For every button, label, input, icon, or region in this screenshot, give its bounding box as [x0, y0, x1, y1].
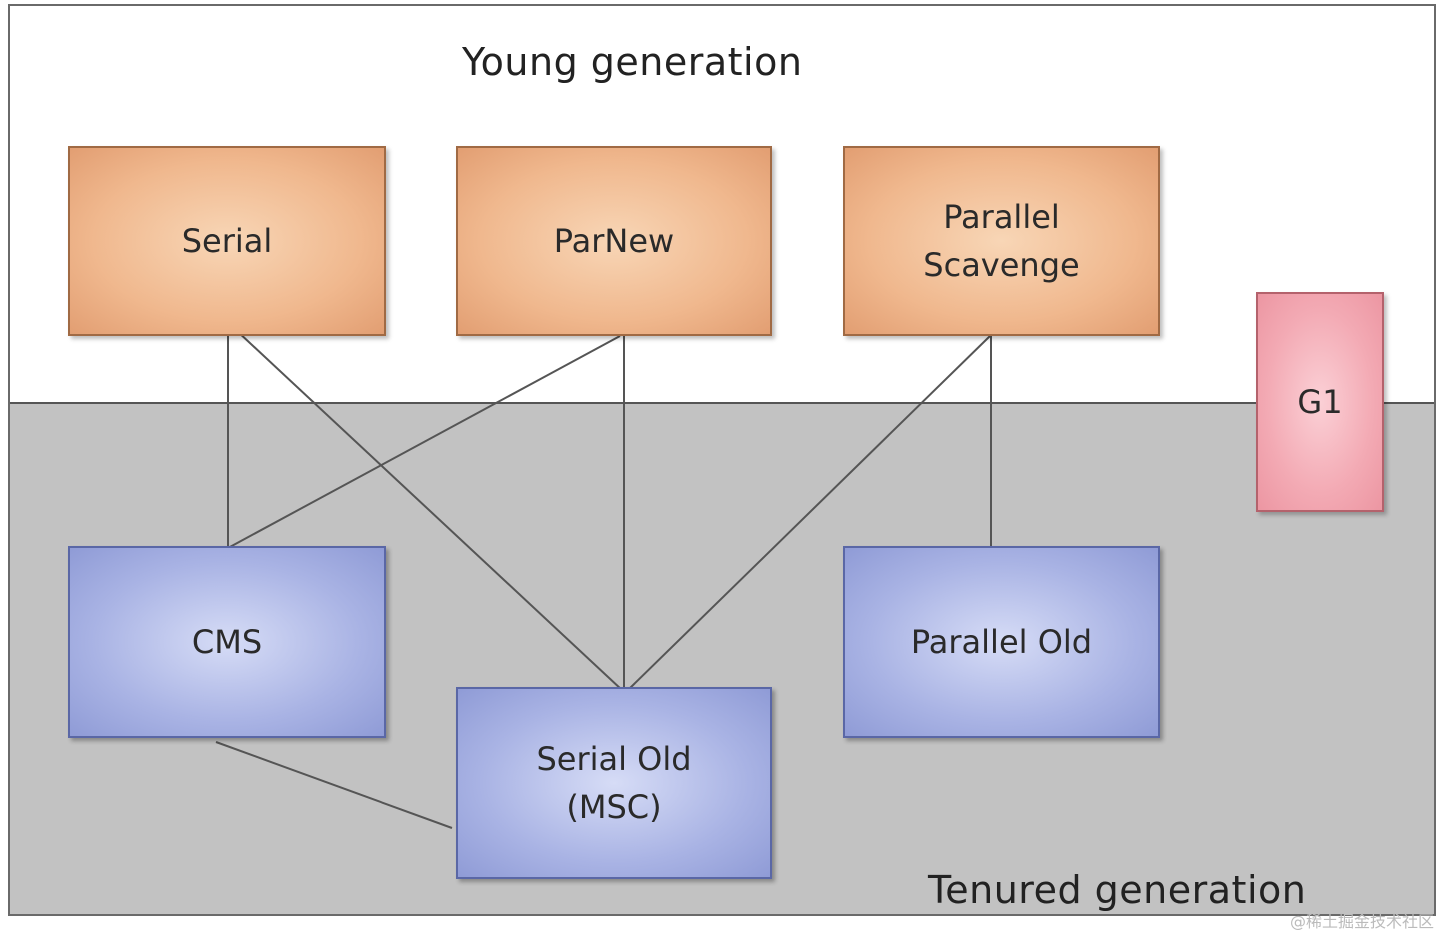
young-generation-title: Young generation: [462, 40, 803, 84]
collector-serial-old: Serial Old (MSC): [456, 687, 772, 879]
watermark-text: @稀土掘金技术社区: [1289, 912, 1434, 931]
collector-parnew: ParNew: [456, 146, 772, 336]
collector-cms: CMS: [68, 546, 386, 738]
collector-serial: Serial: [68, 146, 386, 336]
collector-parallel-scavenge: Parallel Scavenge: [843, 146, 1160, 336]
collector-g1: G1: [1256, 292, 1384, 512]
tenured-generation-title: Tenured generation: [928, 868, 1307, 912]
collector-parallel-old: Parallel Old: [843, 546, 1160, 738]
